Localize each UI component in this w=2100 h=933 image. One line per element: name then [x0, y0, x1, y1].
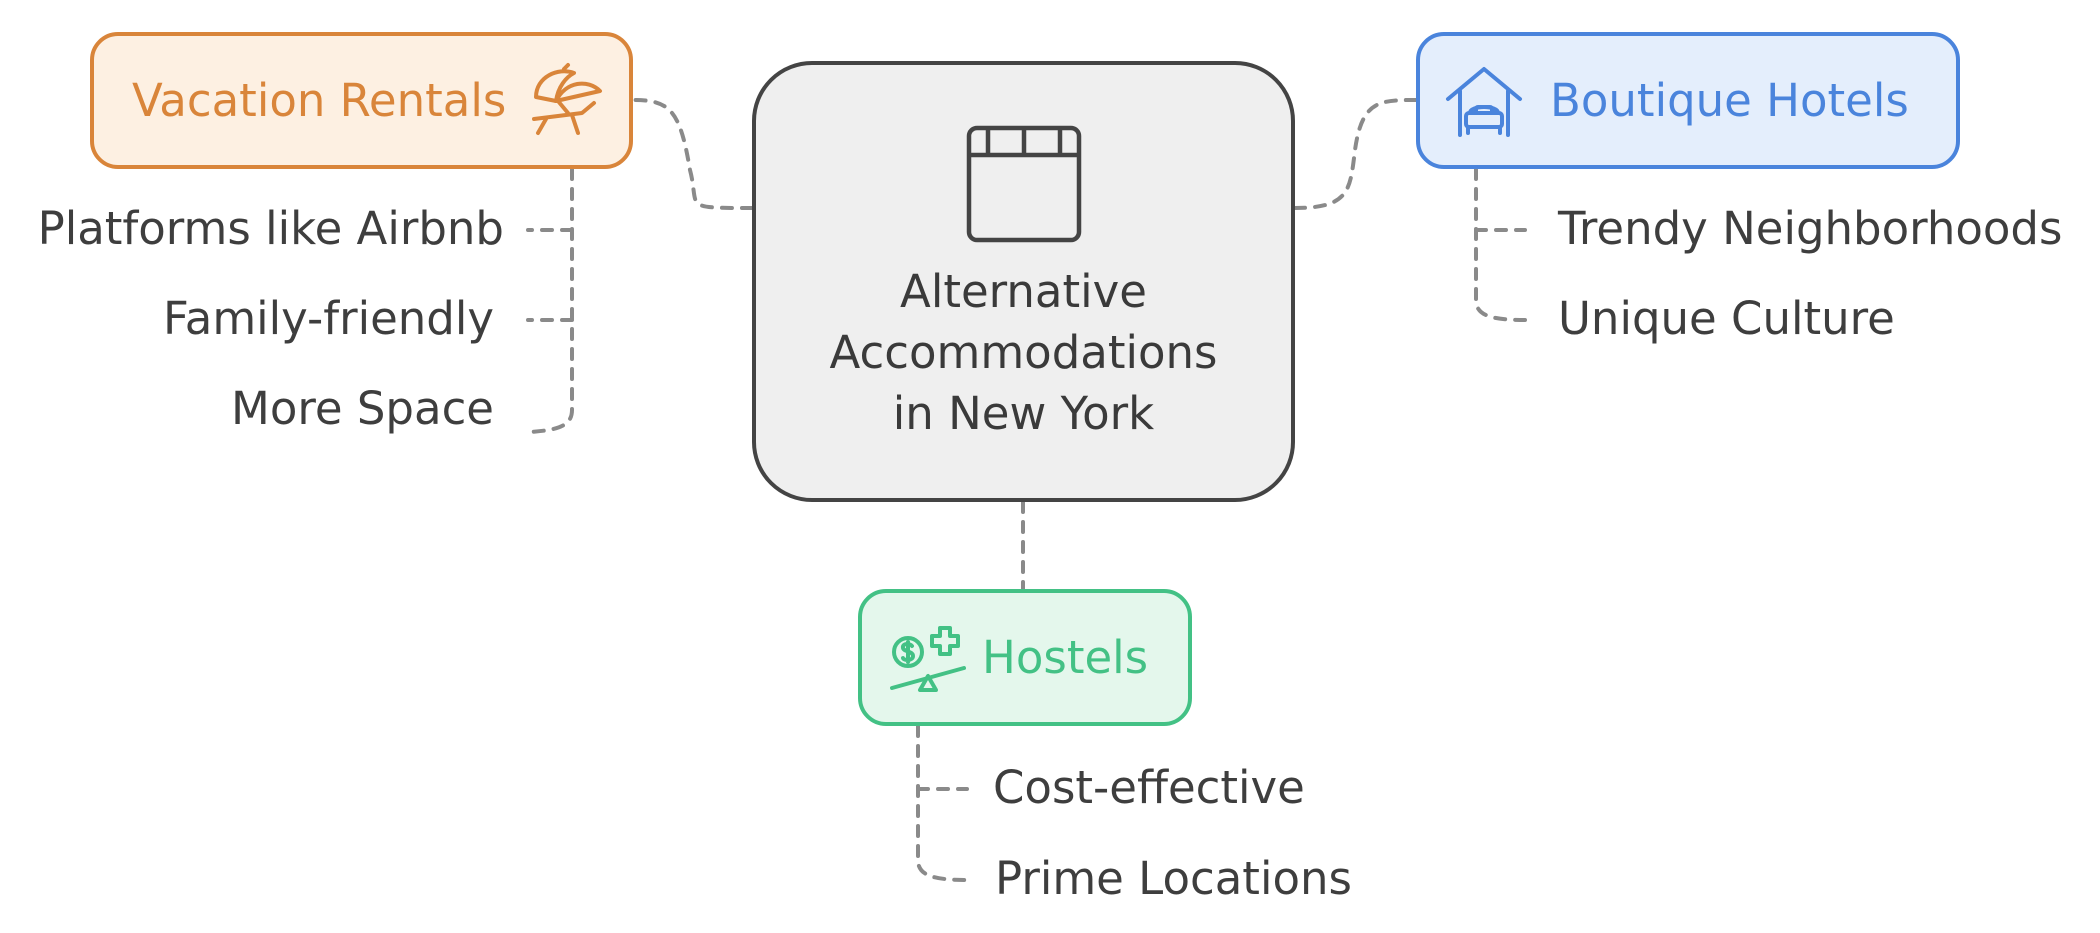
center-node[interactable]: Alternative Accommodations in New York [752, 61, 1295, 502]
vacation-rentals-label: Vacation Rentals [132, 74, 507, 127]
vacation-rentals-node[interactable]: Vacation Rentals [90, 32, 633, 169]
vacation-item-platforms-like-airbnb: Platforms like Airbnb [37, 202, 504, 255]
connector-center-boutique-hotels [1293, 98, 1418, 210]
sun-lounger-umbrella-icon [532, 62, 603, 135]
vacation-item-more-space: More Space [231, 382, 494, 435]
hostels-item-cost-effective: Cost-effective [993, 761, 1305, 814]
bed-icon [966, 125, 1082, 243]
boutique-item-unique-culture: Unique Culture [1558, 292, 1895, 345]
boutique-hotels-label: Boutique Hotels [1550, 74, 1909, 127]
vacation-item-family-friendly: Family-friendly [163, 292, 494, 345]
house-bed-icon [1446, 66, 1522, 137]
center-title: Alternative Accommodations in New York [829, 265, 1218, 440]
boutique-item-trendy-neighborhoods: Trendy Neighborhoods [1558, 202, 2063, 255]
hostels-item-prime-locations: Prime Locations [995, 852, 1352, 905]
connector-boutique-item [1474, 167, 1527, 322]
hostels-node[interactable]: Hostels [858, 589, 1192, 726]
connector-hostels-item [916, 724, 969, 882]
boutique-hotels-node[interactable]: Boutique Hotels [1416, 32, 1960, 169]
hostels-label: Hostels [982, 631, 1149, 684]
connector-center-vacation-rentals [631, 98, 754, 210]
cost-health-balance-icon [890, 625, 966, 692]
connector-vacation-item-1 [528, 167, 574, 434]
